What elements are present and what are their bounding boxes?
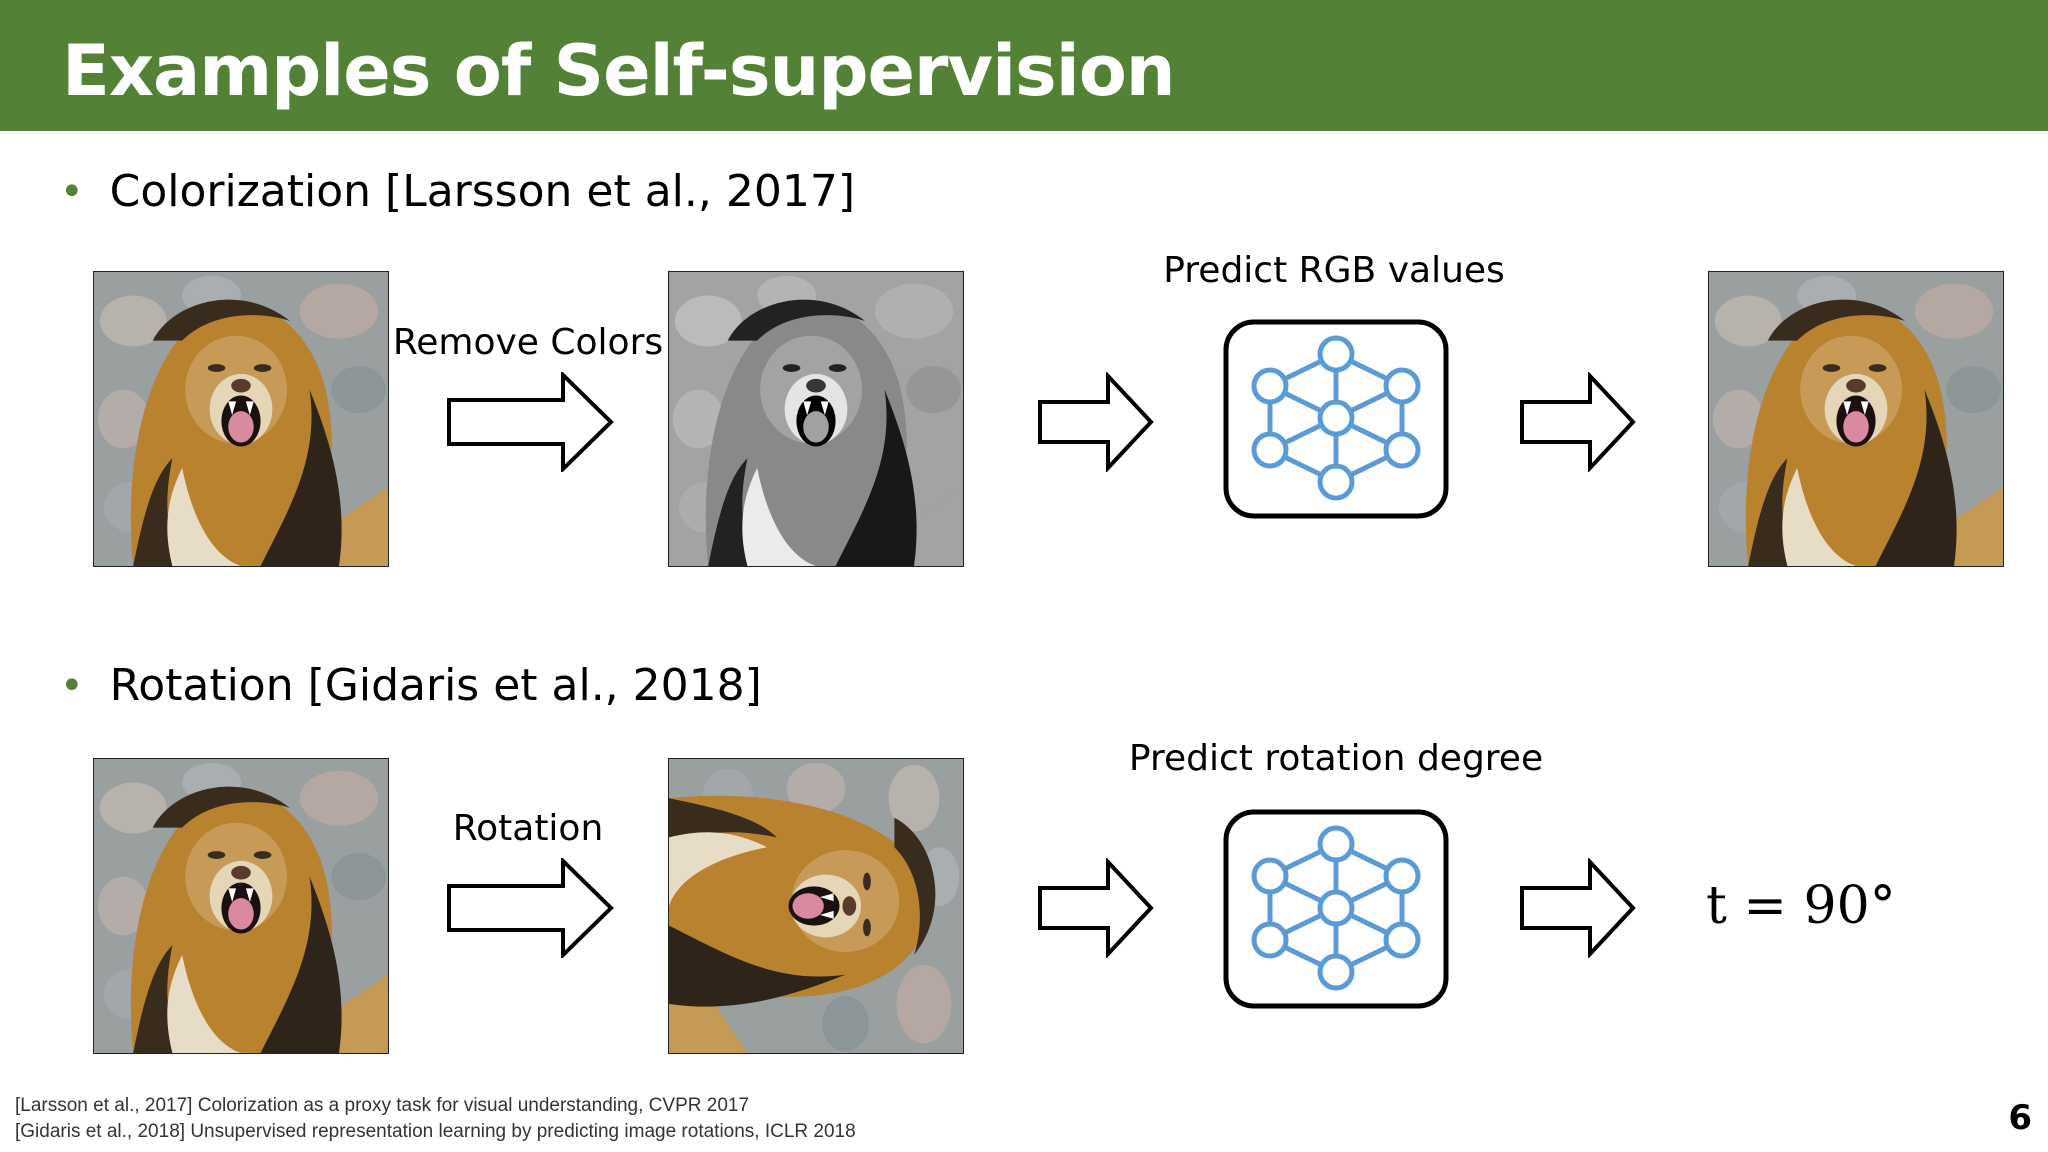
references: [Larsson et al., 2017] Colorization as a… — [15, 1093, 856, 1145]
right-arrow-icon — [1038, 858, 1154, 958]
right-arrow-icon — [1038, 372, 1154, 472]
lion-rotated-image — [668, 758, 964, 1054]
lion-original-image — [93, 758, 389, 1054]
right-arrow-icon — [1520, 858, 1636, 958]
lion-grayscale-image — [668, 271, 964, 567]
predict-rgb-label: Predict RGB values — [1163, 250, 1505, 291]
predict-rotation-label: Predict rotation degree — [1128, 738, 1544, 779]
lion-colorized-output-image — [1708, 271, 2004, 567]
right-arrow-icon — [1520, 372, 1636, 472]
reference-gidaris: [Gidaris et al., 2018] Unsupervised repr… — [15, 1121, 856, 1142]
reference-larsson: [Larsson et al., 2017] Colorization as a… — [15, 1095, 750, 1116]
bullet-dot-icon: • — [60, 662, 84, 709]
remove-colors-label: Remove Colors — [392, 322, 664, 363]
lion-color-image — [93, 271, 389, 567]
bullet-colorization: • Colorization [Larsson et al., 2017] — [60, 166, 855, 217]
slide-title: Examples of Self-supervision — [62, 30, 1176, 112]
title-bar — [0, 0, 2048, 131]
rotation-label: Rotation — [452, 808, 604, 849]
page-number: 6 — [2008, 1098, 2032, 1138]
rotation-heading: Rotation [Gidaris et al., 2018] — [109, 660, 762, 711]
right-arrow-icon — [447, 372, 614, 472]
colorization-heading: Colorization [Larsson et al., 2017] — [109, 166, 855, 217]
right-arrow-icon — [447, 858, 614, 958]
bullet-rotation: • Rotation [Gidaris et al., 2018] — [60, 660, 762, 711]
bullet-dot-icon: • — [60, 168, 84, 215]
neural-network-icon — [1223, 319, 1449, 519]
rotation-output-formula: t = 90° — [1706, 876, 1896, 936]
neural-network-icon — [1223, 809, 1449, 1009]
